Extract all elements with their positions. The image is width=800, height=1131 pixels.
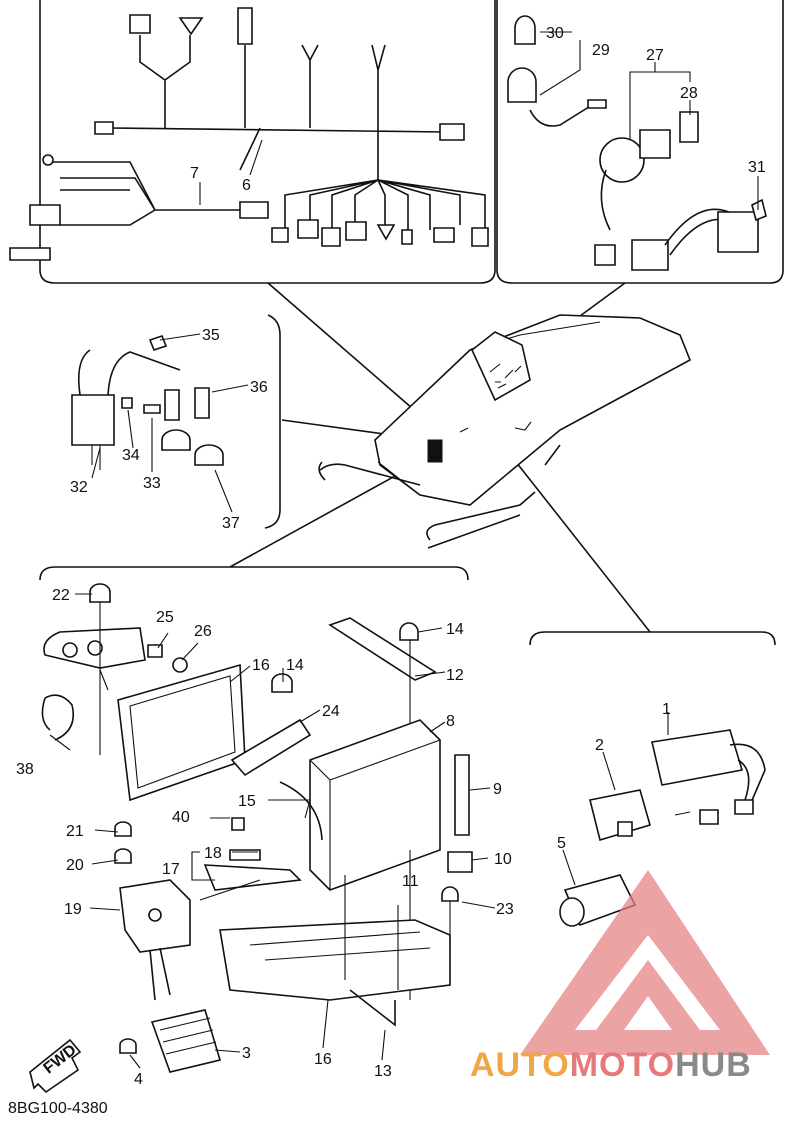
callout-labels: 7 6 30 29 27 28 31 35 36 32 34 33 37 22 … xyxy=(16,25,766,1088)
callout-14a: 14 xyxy=(286,657,304,674)
wire-harness xyxy=(9,7,489,261)
panel-frame-switches xyxy=(496,0,784,284)
callout-33: 32 xyxy=(70,479,88,496)
callout-2: 2 xyxy=(595,737,604,754)
callout-36: 35 xyxy=(202,327,220,344)
panel-frame-harness xyxy=(39,0,496,284)
panel-frame-electrical xyxy=(39,566,469,581)
ignition-parts xyxy=(71,335,224,470)
callout-32: 31 xyxy=(748,159,766,176)
callout-27: 26 xyxy=(194,623,212,640)
callout-24: 23 xyxy=(496,901,514,918)
pointer-electrical xyxy=(229,464,416,568)
callout-18: 17 xyxy=(162,861,180,878)
callout-17: 16 xyxy=(252,657,270,674)
pointer-harness xyxy=(267,282,421,416)
callout-5: 5 xyxy=(557,835,566,852)
callout-23: 22 xyxy=(52,587,70,604)
callout-6: 6 xyxy=(242,177,251,194)
switch-parts xyxy=(507,15,767,271)
callout-8: 8 xyxy=(446,713,455,730)
callout-39: 38 xyxy=(16,761,34,778)
cdi-parts xyxy=(559,729,766,927)
callout-25: 24 xyxy=(322,703,340,720)
callout-22: 21 xyxy=(66,823,84,840)
callout-12: 12 xyxy=(446,667,464,684)
leader-lines xyxy=(49,31,759,1069)
panel-frame-cdi xyxy=(529,631,776,646)
callout-40: 40 xyxy=(172,809,190,826)
diagram-code: 8BG100-4380 xyxy=(8,1100,108,1117)
brand-part-2: MOTO xyxy=(569,1046,676,1084)
callout-31: 30 xyxy=(546,25,564,42)
brand-part-3: HUB xyxy=(675,1046,752,1084)
callout-16: 16 xyxy=(314,1051,332,1068)
callout-1: 1 xyxy=(662,701,671,718)
callout-30: 29 xyxy=(592,42,610,59)
callout-19: 18 xyxy=(204,845,222,862)
callout-3: 3 xyxy=(242,1045,251,1062)
callout-14b: 14 xyxy=(446,621,464,638)
snowmobile-illustration xyxy=(318,314,692,549)
callout-7: 7 xyxy=(190,165,199,182)
callout-20: 19 xyxy=(64,901,82,918)
callout-11: 11 xyxy=(402,873,419,890)
callout-9: 9 xyxy=(493,781,502,798)
fwd-arrow: FWD xyxy=(29,1038,82,1094)
callout-34: 33 xyxy=(143,475,161,492)
callout-38: 37 xyxy=(222,515,240,532)
panel-frame-ignition xyxy=(264,314,281,529)
callout-35: 34 xyxy=(122,447,140,464)
callout-28: 27 xyxy=(646,47,664,64)
callout-37: 36 xyxy=(250,379,268,396)
watermark-logo xyxy=(520,870,770,1055)
callout-4: 4 xyxy=(134,1071,143,1088)
callout-15: 15 xyxy=(238,793,256,810)
pointer-cdi xyxy=(504,447,651,633)
callout-13: 13 xyxy=(374,1063,392,1080)
callout-26: 25 xyxy=(156,609,174,626)
electrical-parts xyxy=(41,583,473,1073)
callout-10: 10 xyxy=(494,851,512,868)
watermark-brand: AUTOMOTOHUB xyxy=(470,1046,752,1085)
callout-21: 20 xyxy=(66,857,84,874)
brand-part-1: AUTO xyxy=(470,1046,570,1084)
callout-29: 28 xyxy=(680,85,698,102)
